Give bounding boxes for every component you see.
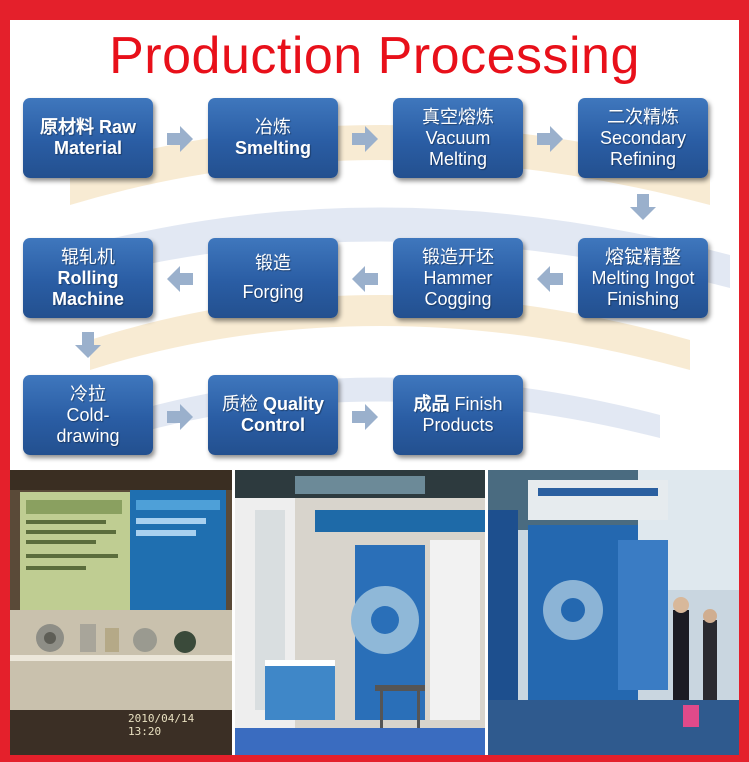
step-rolling-machine: 辊轧机 Rolling Machine [23,238,153,318]
arrow-down-icon [75,332,101,358]
step-zh-label: 冷拉 [70,383,106,404]
step-en-label: Forging [242,282,304,302]
step-zh-label: 锻造 [255,253,291,273]
step-zh-label: 真空熔炼 [422,106,494,127]
step-cold-drawing: 冷拉 Cold- drawing [23,375,153,455]
step-zh-label: 质检 [221,394,258,414]
step-en-label: Cold- [66,404,110,425]
step-hammer-cogging: 锻造开坯 Hammer Cogging [393,238,523,318]
step-en-label-2: Melting [428,148,488,169]
photo-booth-blue-wall [235,470,485,755]
step-en-label: Vacuum [425,127,491,148]
step-en-label: Melting Ingot [591,267,695,288]
arrow-left-icon [167,266,193,292]
photo-timestamp: 2010/04/14 13:20 [128,712,195,738]
step-zh-label: 二次精炼 [607,106,679,127]
step-zh-label: 原材料 [39,117,94,137]
step-zh-label: 锻造开坯 [422,246,494,267]
step-en-label-2: Products [422,415,494,435]
arrow-right-icon [537,126,563,152]
step-zh-label: 熔锭精整 [604,246,681,268]
step-en-label-2: Machine [51,288,125,309]
step-en-label: Finish [454,394,503,414]
arrow-right-icon [352,404,378,430]
step-en-label-2: drawing [56,425,120,446]
step-secondary-refining: 二次精炼 Secondary Refining [578,98,708,178]
arrow-right-icon [352,126,378,152]
step-en-label-2: Material [53,138,123,158]
arrow-left-icon [352,266,378,292]
step-en-label: Rolling [57,267,119,288]
poster-frame: Production Processing 原材料 Raw Material 冶… [10,20,739,755]
arrow-left-icon [537,266,563,292]
step-en-label-2: Refining [609,148,677,169]
arrow-right-icon [167,126,193,152]
step-forging: 锻造 Forging [208,238,338,318]
step-en-label-2: Cogging [424,288,492,309]
step-vacuum-melting: 真空熔炼 Vacuum Melting [393,98,523,178]
arrow-right-icon [167,404,193,430]
arrow-down-icon [630,194,656,220]
step-en-label: Smelting [234,138,311,158]
photo-booth-display-shelf: 2010/04/14 13:20 [10,470,232,755]
step-en-label-2: Control [241,415,305,435]
photo-booth-crowd [488,470,739,755]
step-finish-products: 成品 Finish Products [393,375,523,455]
step-en-label: Quality [263,394,325,414]
step-melting-ingot: 熔锭精整 Melting Ingot Finishing [578,238,708,318]
step-en-label: Raw [99,117,137,137]
step-raw-material: 原材料 Raw Material [23,98,153,178]
step-en-label: Secondary [599,127,687,148]
step-en-label-2: Finishing [606,288,680,309]
step-quality-control: 质检 Quality Control [208,375,338,455]
step-zh-label: 成品 [413,394,450,414]
exhibition-photos: 2010/04/14 13:20 [10,470,739,755]
page-title: Production Processing [109,27,640,85]
step-zh-label: 辊轧机 [61,246,115,267]
step-zh-label: 冶炼 [255,117,291,137]
step-smelting: 冶炼 Smelting [208,98,338,178]
step-en-label: Hammer [423,267,493,288]
